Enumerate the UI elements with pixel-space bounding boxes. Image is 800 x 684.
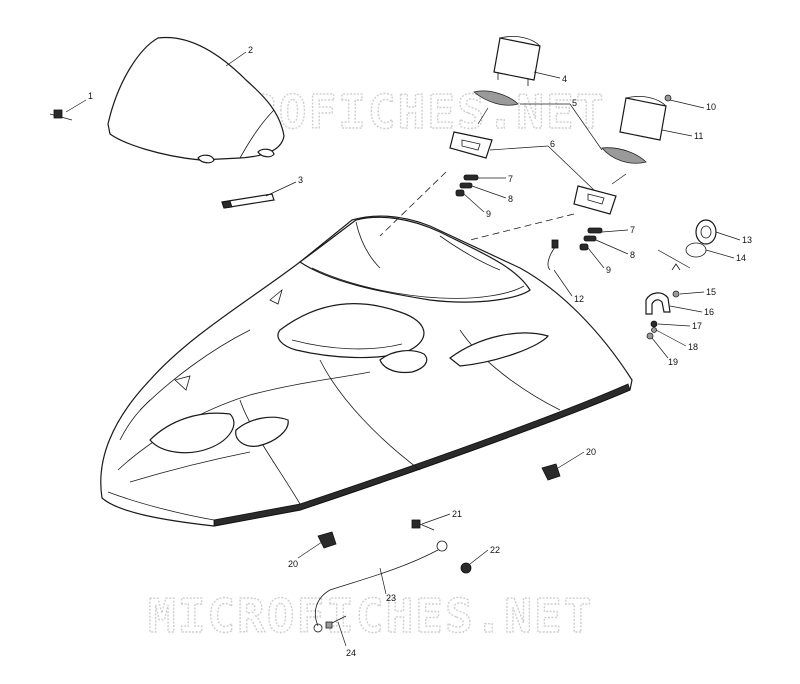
- lens-part-5b: [601, 147, 647, 164]
- callout-5: 5: [572, 98, 577, 108]
- callout-9b: 9: [606, 265, 611, 275]
- explode-lines: [379, 107, 691, 269]
- screw-part-1: [49, 109, 73, 121]
- strip-part-3: [221, 193, 275, 209]
- knob-part-20b: [317, 531, 337, 549]
- washer-part-18: [651, 327, 657, 333]
- bracket-part-16: [645, 292, 671, 315]
- gauge-cover-part-11: [619, 96, 667, 141]
- callout-10: 10: [706, 102, 716, 112]
- callout-2: 2: [248, 45, 253, 55]
- bolt-part-21: [411, 519, 435, 531]
- callout-13: 13: [742, 235, 752, 245]
- ring-part-14: [685, 242, 707, 258]
- callout-11: 11: [694, 131, 703, 141]
- clip-part-12: [547, 239, 559, 271]
- bezel-part-6a: [449, 131, 493, 159]
- callout-4: 4: [562, 74, 567, 84]
- gauge-cover-part-4: [493, 36, 541, 86]
- callout-16: 16: [704, 307, 714, 317]
- callout-20a: 20: [586, 447, 596, 457]
- hood-assembly: [100, 215, 633, 527]
- cable-part-23: [313, 540, 448, 633]
- callout-17: 17: [692, 321, 702, 331]
- callout-leaders: [65, 51, 741, 647]
- callout-7a: 7: [508, 174, 513, 184]
- nut-part-19: [646, 332, 654, 340]
- callout-14: 14: [736, 253, 746, 263]
- nut-part-22: [460, 562, 472, 574]
- windshield-part: [107, 36, 285, 164]
- callout-7b: 7: [630, 225, 635, 235]
- lens-part-5: [473, 90, 519, 106]
- callout-22: 22: [490, 545, 500, 555]
- callout-23: 23: [386, 593, 396, 603]
- callout-3: 3: [298, 175, 303, 185]
- spring-set-right: [579, 227, 603, 251]
- nut-part-17: [650, 320, 658, 328]
- bezel-part-6b: [573, 185, 617, 215]
- callout-12: 12: [574, 294, 584, 304]
- washer-part-15: [672, 290, 680, 298]
- callout-8a: 8: [508, 194, 513, 204]
- callout-20b: 20: [288, 559, 298, 569]
- callout-15: 15: [706, 287, 716, 297]
- callout-19: 19: [668, 357, 678, 367]
- callout-1: 1: [88, 91, 93, 101]
- callout-24: 24: [346, 648, 356, 658]
- screw-part-24: [325, 615, 347, 629]
- knob-part-20a: [541, 463, 561, 481]
- spring-set-left: [455, 174, 479, 197]
- callout-18: 18: [688, 342, 698, 352]
- watermark-bottom: MICROFICHES.NET: [148, 589, 593, 643]
- socket-part-13: [695, 219, 717, 245]
- callout-21: 21: [452, 509, 462, 519]
- screw-part-10: [664, 94, 672, 102]
- callout-9a: 9: [486, 209, 491, 219]
- callout-labels: 1 2 3 4 5 6 7 8 9 7 8 9 10 11 12 13 14 1…: [88, 45, 752, 658]
- callout-6: 6: [550, 139, 555, 149]
- callout-8b: 8: [630, 250, 635, 260]
- cotter-pin: [671, 263, 681, 271]
